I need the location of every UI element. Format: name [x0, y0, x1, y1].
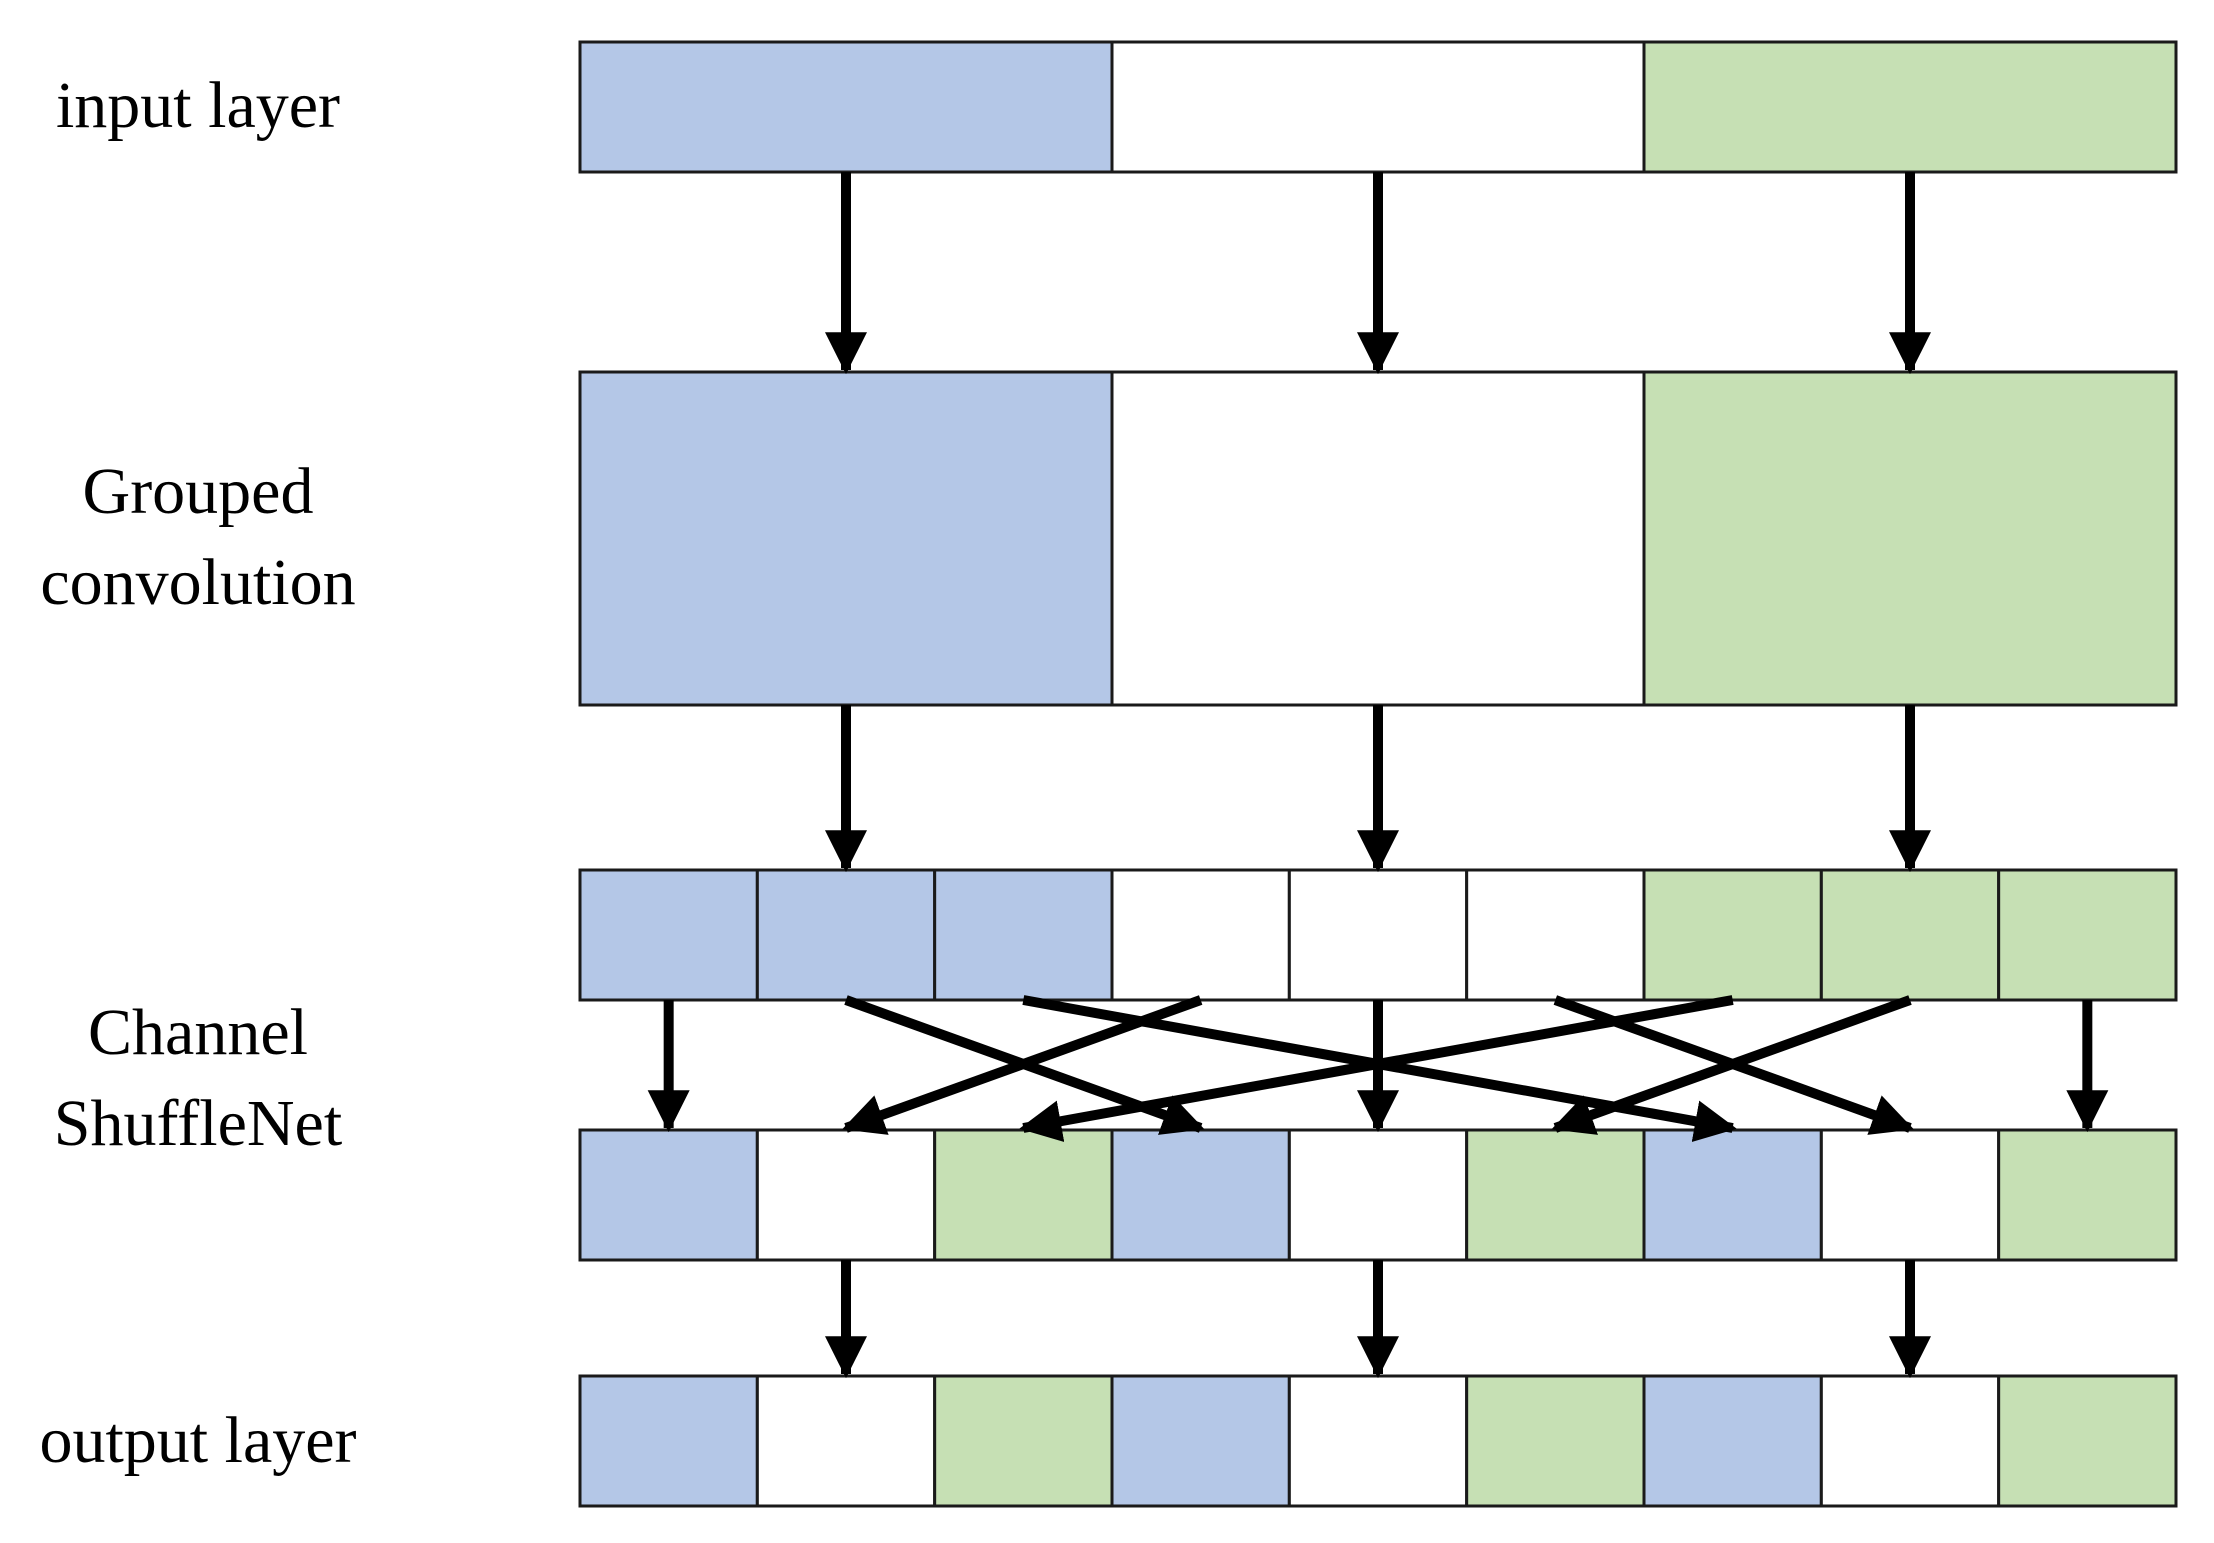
split-block-2-blue	[755, 868, 937, 1002]
layer-blocks	[578, 40, 2178, 1508]
shuffled-layer	[578, 1128, 2178, 1262]
split-block-8-green	[1819, 868, 2001, 1002]
output-block-1-blue	[578, 1374, 759, 1508]
output-block-7-blue	[1642, 1374, 1823, 1508]
output-layer	[578, 1374, 2178, 1508]
input-block-2-white	[1110, 40, 1646, 174]
channel-shuffle-label-line2: ShuffleNet	[54, 1087, 342, 1160]
output-layer-label: output layer	[39, 1404, 356, 1477]
output-block-5-white	[1287, 1374, 1469, 1508]
input-layer-label: input layer	[56, 69, 340, 142]
shuffled-block-2-white	[755, 1128, 937, 1262]
shuffled-block-1-blue	[578, 1128, 759, 1262]
shuffled-block-6-green	[1465, 1128, 1646, 1262]
split-block-7-green	[1642, 868, 1823, 1002]
shuffled-block-4-blue	[1110, 1128, 1291, 1262]
arrow-shuffle-8-to-6	[1551, 995, 1912, 1135]
split-layer	[578, 868, 2178, 1002]
arrow-shuffle-7-to-3	[1019, 995, 1734, 1142]
split-block-4-white	[1110, 868, 1291, 1002]
shuffled-block-9-green	[1997, 1128, 2178, 1262]
channel-shuffle-label-line1: Channel	[88, 996, 308, 1069]
grouped-convolution-label-line2: convolution	[40, 546, 355, 619]
output-block-3-green	[933, 1374, 1114, 1508]
grouped-layer	[578, 370, 2178, 707]
split-block-3-blue	[933, 868, 1114, 1002]
grouped-convolution-label-line1: Grouped	[83, 455, 314, 528]
split-block-1-blue	[578, 868, 759, 1002]
arrow-shuffle-4-to-2	[842, 995, 1203, 1135]
shuffled-block-8-white	[1819, 1128, 2001, 1262]
input-layer	[578, 40, 2178, 174]
output-block-9-green	[1997, 1374, 2178, 1508]
output-block-2-white	[755, 1374, 937, 1508]
grouped-block-1-blue	[578, 370, 1114, 707]
shuffled-block-7-blue	[1642, 1128, 1823, 1262]
shuffled-block-5-white	[1287, 1128, 1469, 1262]
output-block-8-white	[1819, 1374, 2001, 1508]
grouped-block-2-white	[1110, 370, 1646, 707]
output-block-6-green	[1465, 1374, 1646, 1508]
input-block-1-blue	[578, 40, 1114, 174]
shuffled-block-3-green	[933, 1128, 1114, 1262]
split-block-6-white	[1465, 868, 1646, 1002]
input-block-3-green	[1642, 40, 2178, 174]
grouped-block-3-green	[1642, 370, 2178, 707]
flow-arrows	[647, 172, 2109, 1379]
output-block-4-blue	[1110, 1374, 1291, 1508]
split-block-5-white	[1287, 868, 1469, 1002]
split-block-9-green	[1997, 868, 2178, 1002]
